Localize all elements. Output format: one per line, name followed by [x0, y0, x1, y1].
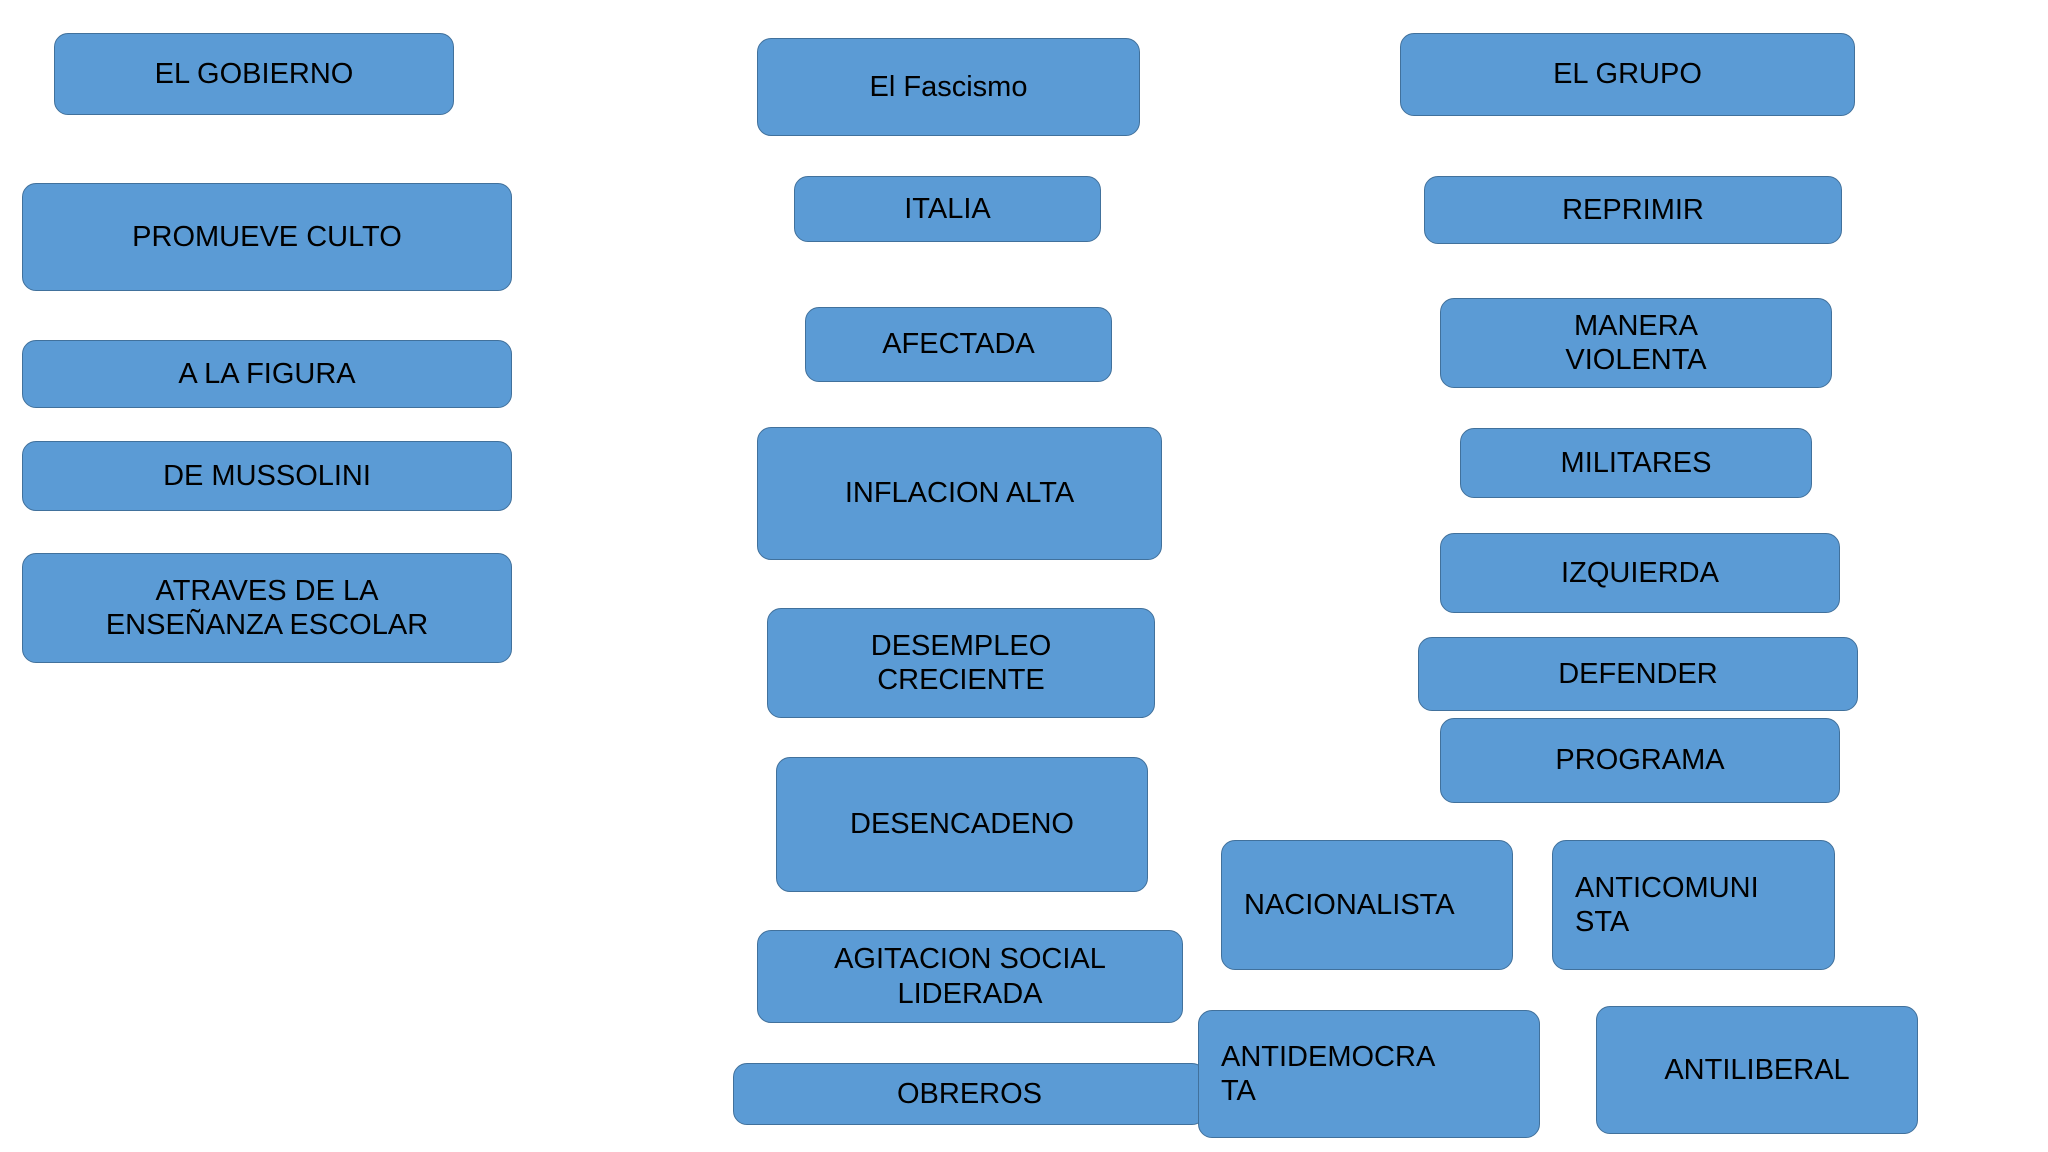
node-box[interactable]: MANERA VIOLENTA [1440, 298, 1832, 388]
node-box[interactable]: ATRAVES DE LA ENSEÑANZA ESCOLAR [22, 553, 512, 663]
node-box[interactable]: A LA FIGURA [22, 340, 512, 408]
node-box[interactable]: DE MUSSOLINI [22, 441, 512, 511]
node-box[interactable]: ANTILIBERAL [1596, 1006, 1918, 1134]
node-box[interactable]: PROMUEVE CULTO [22, 183, 512, 291]
node-box[interactable]: ITALIA [794, 176, 1101, 242]
node-box[interactable]: NACIONALISTA [1221, 840, 1513, 970]
node-box[interactable]: EL GRUPO [1400, 33, 1855, 116]
node-box[interactable]: EL GOBIERNO [54, 33, 454, 115]
node-box[interactable]: AGITACION SOCIAL LIDERADA [757, 930, 1183, 1023]
node-box[interactable]: DEFENDER [1418, 637, 1858, 711]
node-box[interactable]: REPRIMIR [1424, 176, 1842, 244]
node-box[interactable]: PROGRAMA [1440, 718, 1840, 803]
node-box[interactable]: ANTIDEMOCRA TA [1198, 1010, 1540, 1138]
node-box[interactable]: DESEMPLEO CRECIENTE [767, 608, 1155, 718]
node-box[interactable]: INFLACION ALTA [757, 427, 1162, 560]
node-box[interactable]: MILITARES [1460, 428, 1812, 498]
node-box[interactable]: DESENCADENO [776, 757, 1148, 892]
node-box[interactable]: El Fascismo [757, 38, 1140, 136]
node-box[interactable]: OBREROS [733, 1063, 1206, 1125]
node-box[interactable]: IZQUIERDA [1440, 533, 1840, 613]
node-box[interactable]: ANTICOMUNI STA [1552, 840, 1835, 970]
node-box[interactable]: AFECTADA [805, 307, 1112, 382]
